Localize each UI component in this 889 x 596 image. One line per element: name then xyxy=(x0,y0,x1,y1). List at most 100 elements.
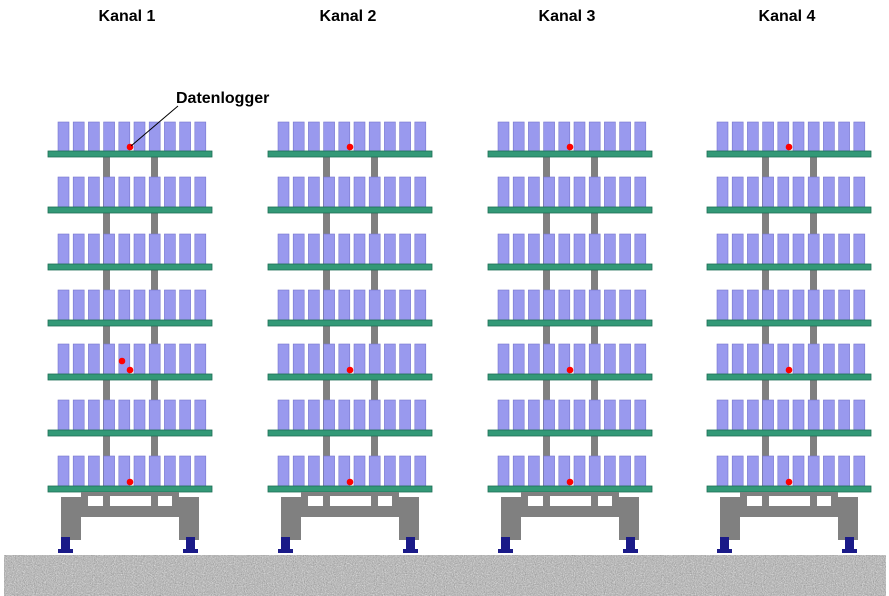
shelf-item xyxy=(573,289,586,321)
shelf-item xyxy=(747,455,759,487)
shelf-item xyxy=(528,455,540,487)
shelf-item xyxy=(338,289,351,321)
shelf-item xyxy=(807,121,820,152)
shelf-item xyxy=(497,176,510,208)
shelf-item xyxy=(543,176,555,208)
shelf-item xyxy=(292,289,305,321)
shelf-item xyxy=(57,399,70,431)
base-top-rail xyxy=(740,492,838,496)
rack-post xyxy=(591,151,598,506)
shelf-item xyxy=(497,343,510,375)
shelf-item xyxy=(308,176,320,208)
shelf-item xyxy=(838,176,850,208)
shelf-item xyxy=(716,176,729,208)
shelf-item xyxy=(716,233,729,265)
shelf-board xyxy=(706,319,872,327)
shelf-item xyxy=(384,289,396,321)
base-foot xyxy=(498,549,513,553)
shelf-item xyxy=(604,176,616,208)
shelf-item xyxy=(512,455,525,487)
shelf-item xyxy=(353,289,366,321)
shelf-item xyxy=(414,455,427,487)
shelf-item xyxy=(308,343,320,375)
shelf-item xyxy=(308,399,320,431)
shelf-item xyxy=(807,176,820,208)
base-foot xyxy=(58,549,73,553)
shelf-item xyxy=(619,399,631,431)
shelf-item xyxy=(277,233,290,265)
shelf-item xyxy=(588,289,601,321)
shelf-item xyxy=(384,233,396,265)
shelf-item xyxy=(103,121,115,152)
rack-post xyxy=(371,151,378,506)
base-upright xyxy=(612,492,619,512)
shelf-item xyxy=(103,233,115,265)
base-top-rail xyxy=(521,492,619,496)
base-leg xyxy=(179,497,199,540)
shelf-item xyxy=(323,176,335,208)
shelf-item xyxy=(384,343,396,375)
shelf-item xyxy=(308,455,320,487)
shelf-item xyxy=(133,121,146,152)
shelf-item xyxy=(731,455,744,487)
shelf-item xyxy=(747,289,759,321)
base-foot xyxy=(842,549,857,553)
shelf-item xyxy=(414,399,427,431)
shelf-item xyxy=(164,343,176,375)
shelf-item xyxy=(543,121,555,152)
shelf-item xyxy=(604,455,616,487)
base-upright xyxy=(172,492,179,512)
shelf-item xyxy=(338,399,351,431)
shelf-item xyxy=(731,121,744,152)
shelf-item xyxy=(528,121,540,152)
shelf-item xyxy=(277,399,290,431)
shelf-item xyxy=(179,289,191,321)
shelf-board xyxy=(47,150,213,158)
shelf-item xyxy=(399,343,411,375)
shelf-item xyxy=(414,289,427,321)
shelf-item xyxy=(731,399,744,431)
shelf-item xyxy=(72,121,85,152)
shelf-board xyxy=(487,263,653,271)
shelf-board xyxy=(487,150,653,158)
shelf-item xyxy=(72,343,85,375)
shelf-item xyxy=(619,176,631,208)
shelf-item xyxy=(88,455,100,487)
shelf-item xyxy=(634,121,647,152)
shelf-item xyxy=(543,455,555,487)
shelf-item xyxy=(634,399,647,431)
shelf-item xyxy=(179,121,191,152)
shelf-item xyxy=(604,399,616,431)
base-foot xyxy=(278,549,293,553)
base-leg xyxy=(619,497,639,540)
shelf-item xyxy=(323,399,335,431)
shelf-item xyxy=(194,176,207,208)
shelf-item xyxy=(823,176,835,208)
shelf-item xyxy=(194,121,207,152)
rack-post xyxy=(151,151,158,506)
channel-3-label: Kanal 3 xyxy=(538,8,596,25)
shelf-item xyxy=(399,289,411,321)
shelf-item xyxy=(731,343,744,375)
shelf-item xyxy=(292,455,305,487)
shelf-board xyxy=(47,263,213,271)
shelf-item xyxy=(194,343,207,375)
shelf-item xyxy=(323,455,335,487)
shelf-item xyxy=(838,289,850,321)
shelf-item xyxy=(353,455,366,487)
shelf-item xyxy=(497,399,510,431)
shelf-item xyxy=(277,455,290,487)
shelf-item xyxy=(57,343,70,375)
shelf-item xyxy=(762,343,774,375)
shelf-item xyxy=(716,121,729,152)
shelf-item xyxy=(292,176,305,208)
shelf-item xyxy=(762,233,774,265)
shelf-item xyxy=(838,343,850,375)
shelf-item xyxy=(512,121,525,152)
shelf-item xyxy=(323,289,335,321)
shelf-item xyxy=(619,121,631,152)
shelf-item xyxy=(308,121,320,152)
shelf-item xyxy=(823,121,835,152)
shelf-item xyxy=(88,121,100,152)
base-foot xyxy=(281,537,290,551)
